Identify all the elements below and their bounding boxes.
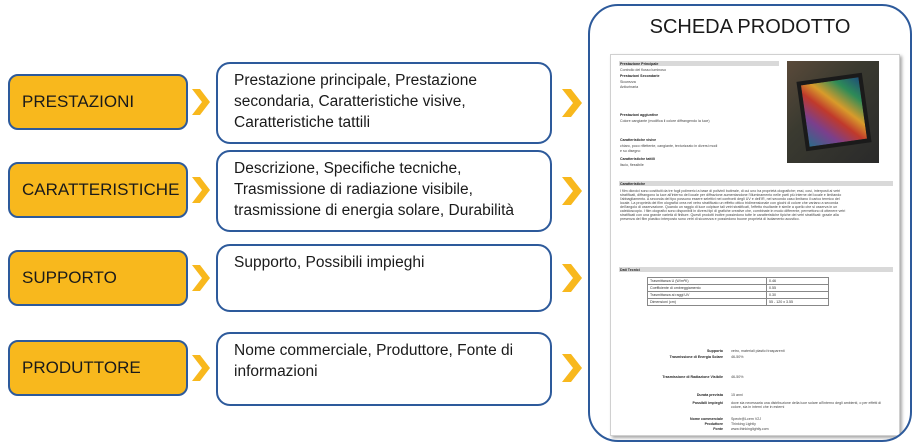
chevron-right-icon [192,265,210,291]
chevron-right-icon [562,89,582,117]
doc-text: locale. La proprietà dei film olografici… [620,201,839,205]
description-box-produttore: Nome commerciale, Produttore, Fonte di i… [216,332,552,406]
doc-label: Produttore [704,422,723,426]
category-label: CARATTERISTICHE [22,180,180,199]
table-cell: 0.30 [766,291,829,299]
description-text: Prestazione principale, Prestazione seco… [234,72,477,131]
doc-label: Trasmissione di Radiazione Visibile [662,375,723,379]
doc-label: Nome commerciale [690,417,723,421]
table-row: Trasmittanza U (W/m²K)0.46 [646,277,829,285]
tech-data-table: Trasmittanza U (W/m²K)0.46 Coefficiente … [646,277,829,306]
chevron-right-icon [562,177,582,205]
doc-text: 46-50% [731,355,744,359]
card-title: SCHEDA PRODOTTO [649,16,851,38]
doc-text: l'abbagliamento. A seconda del tipo poss… [620,197,840,201]
doc-label: Supporto [707,349,723,353]
category-box-prestazioni: PRESTAZIONI [8,74,188,130]
description-text: Nome commerciale, Produttore, Fonte di i… [234,342,514,380]
table-cell: 0.55 [766,284,829,292]
doc-label: Fonte [713,427,723,431]
doc-text: Spectr@Lcem V2J [731,417,762,421]
description-box-supporto: Supporto, Possibili impieghi [216,244,552,312]
doc-text: 15 anni [731,393,743,397]
section-bar [619,61,779,66]
doc-text: Thinking Lightly [731,422,756,426]
doc-text: chiaro, poco riflettente, cangiante, tex… [620,144,718,148]
doc-text: Colore cangiante (modifica il colore dif… [620,119,710,123]
doc-text: vetro, materiali plastici trasparenti [731,349,785,353]
doc-text: colore, sia in interni che in esterni [731,405,785,409]
doc-text: caleidoscopio. I film olografici sono di… [620,209,846,213]
chevron-right-icon [192,355,210,381]
section-bar [619,181,893,186]
description-box-prestazioni: Prestazione principale, Prestazione seco… [216,62,552,144]
doc-text: I film dicroici sono costituiti da tre f… [620,189,841,193]
doc-text: Controllo del flusso luminoso [620,68,666,72]
category-label: SUPPORTO [22,268,117,287]
doc-text: stratificati, diffrangono la luce all'in… [620,193,842,197]
doc-heading: Dati Tecnici [620,268,640,272]
chevron-right-icon [192,177,210,203]
product-sheet-document: Prestazione Principale Controllo del flu… [610,54,900,436]
doc-text: liscio, flessibile [620,163,644,167]
doc-text: e su disegno [620,149,641,153]
doc-text: www.thinkinglightly.com [731,427,769,431]
doc-heading: Caratteristiche visive [620,138,657,142]
doc-label: Trasmissione di Energia Solare [669,355,723,359]
doc-text: presenza del film plastico interposto so… [620,217,800,221]
holographic-panel [796,72,872,152]
chevron-right-icon [192,89,210,115]
doc-text: Sicurezza [620,80,636,84]
category-box-caratteristiche: CARATTERISTICHE [8,162,188,218]
doc-text: dove sia necessaria una distribuzione de… [731,401,882,405]
chevron-right-icon [562,354,582,382]
doc-heading: Prestazione Principale [620,62,659,66]
description-text: Supporto, Possibili impieghi [234,254,425,271]
category-label: PRODUTTORE [22,358,141,377]
table-row: Dimensioni (cm)55 - 120 x 3.55 [646,298,829,306]
category-box-produttore: PRODUTTORE [8,340,188,396]
doc-heading: Prestazioni aggiuntive [620,113,659,117]
table-cell: Trasmittanza U (W/m²K) [646,277,768,285]
doc-text: stratificati con una grande varietà di f… [620,213,839,217]
category-label: PRESTAZIONI [22,92,135,111]
table-cell: 55 - 120 x 3.55 [766,298,829,306]
doc-heading: Prestazioni Secondarie [620,74,660,78]
table-cell: Dimensioni (cm) [646,298,768,306]
table-cell: 0.46 [766,277,829,285]
section-bar [619,267,893,272]
doc-label: Durata prevista [696,393,723,397]
doc-text: dell'angolo di osservazione. Quando un r… [620,205,838,209]
category-box-supporto: SUPPORTO [8,250,188,306]
description-text: Descrizione, Specifiche tecniche, Trasmi… [234,160,514,219]
product-photo [787,61,879,163]
doc-text: Antiurinaria [620,85,639,89]
doc-heading: Caratteristiche [620,182,646,186]
table-cell: Trasmittanza ai raggi UV [646,291,768,299]
chevron-right-icon [562,264,582,292]
doc-label: Possibili impieghi [692,401,723,405]
product-sheet-card: SCHEDA PRODOTTO Prestazione Principale C… [588,4,912,442]
doc-text: 46-50% [731,375,744,379]
doc-heading: Caratteristiche tattili [620,157,655,161]
description-box-caratteristiche: Descrizione, Specifiche tecniche, Trasmi… [216,150,552,232]
table-cell: Coefficiente di ombreggiamento [646,284,768,292]
